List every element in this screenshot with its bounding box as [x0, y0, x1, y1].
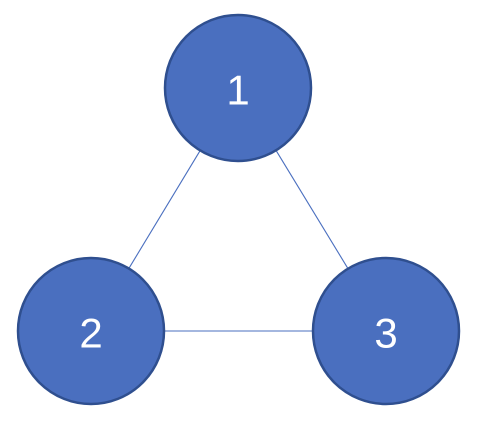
edge-1-2	[128, 150, 201, 269]
node-1-label: 1	[226, 67, 249, 114]
node-2-circle	[16, 256, 166, 406]
node-1: 1	[163, 13, 313, 163]
node-3-label: 3	[374, 310, 397, 357]
edge-1-3	[275, 150, 349, 269]
node-2-label: 2	[79, 310, 102, 357]
node-3: 3	[311, 256, 461, 406]
node-1-circle	[163, 13, 313, 163]
nodes-layer: 1 2 3	[16, 13, 461, 406]
node-2: 2	[16, 256, 166, 406]
node-3-circle	[311, 256, 461, 406]
edges-layer	[128, 150, 349, 332]
